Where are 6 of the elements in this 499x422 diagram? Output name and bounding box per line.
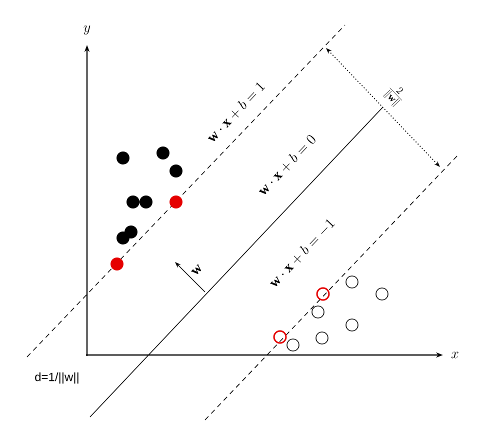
- margin-label: $\frac{2}{\|\mathbf{w}\|}$: [382, 87, 403, 107]
- axis-label: $y$: [84, 25, 90, 35]
- vector-label: $\mathbf{w}$: [191, 264, 202, 274]
- axis-label: $x$: [451, 352, 458, 358]
- equation-label: $\mathbf{w}\cdot\mathbf{x}+b=-1$: [270, 219, 335, 286]
- distance-label: d=1/||w||: [35, 372, 78, 384]
